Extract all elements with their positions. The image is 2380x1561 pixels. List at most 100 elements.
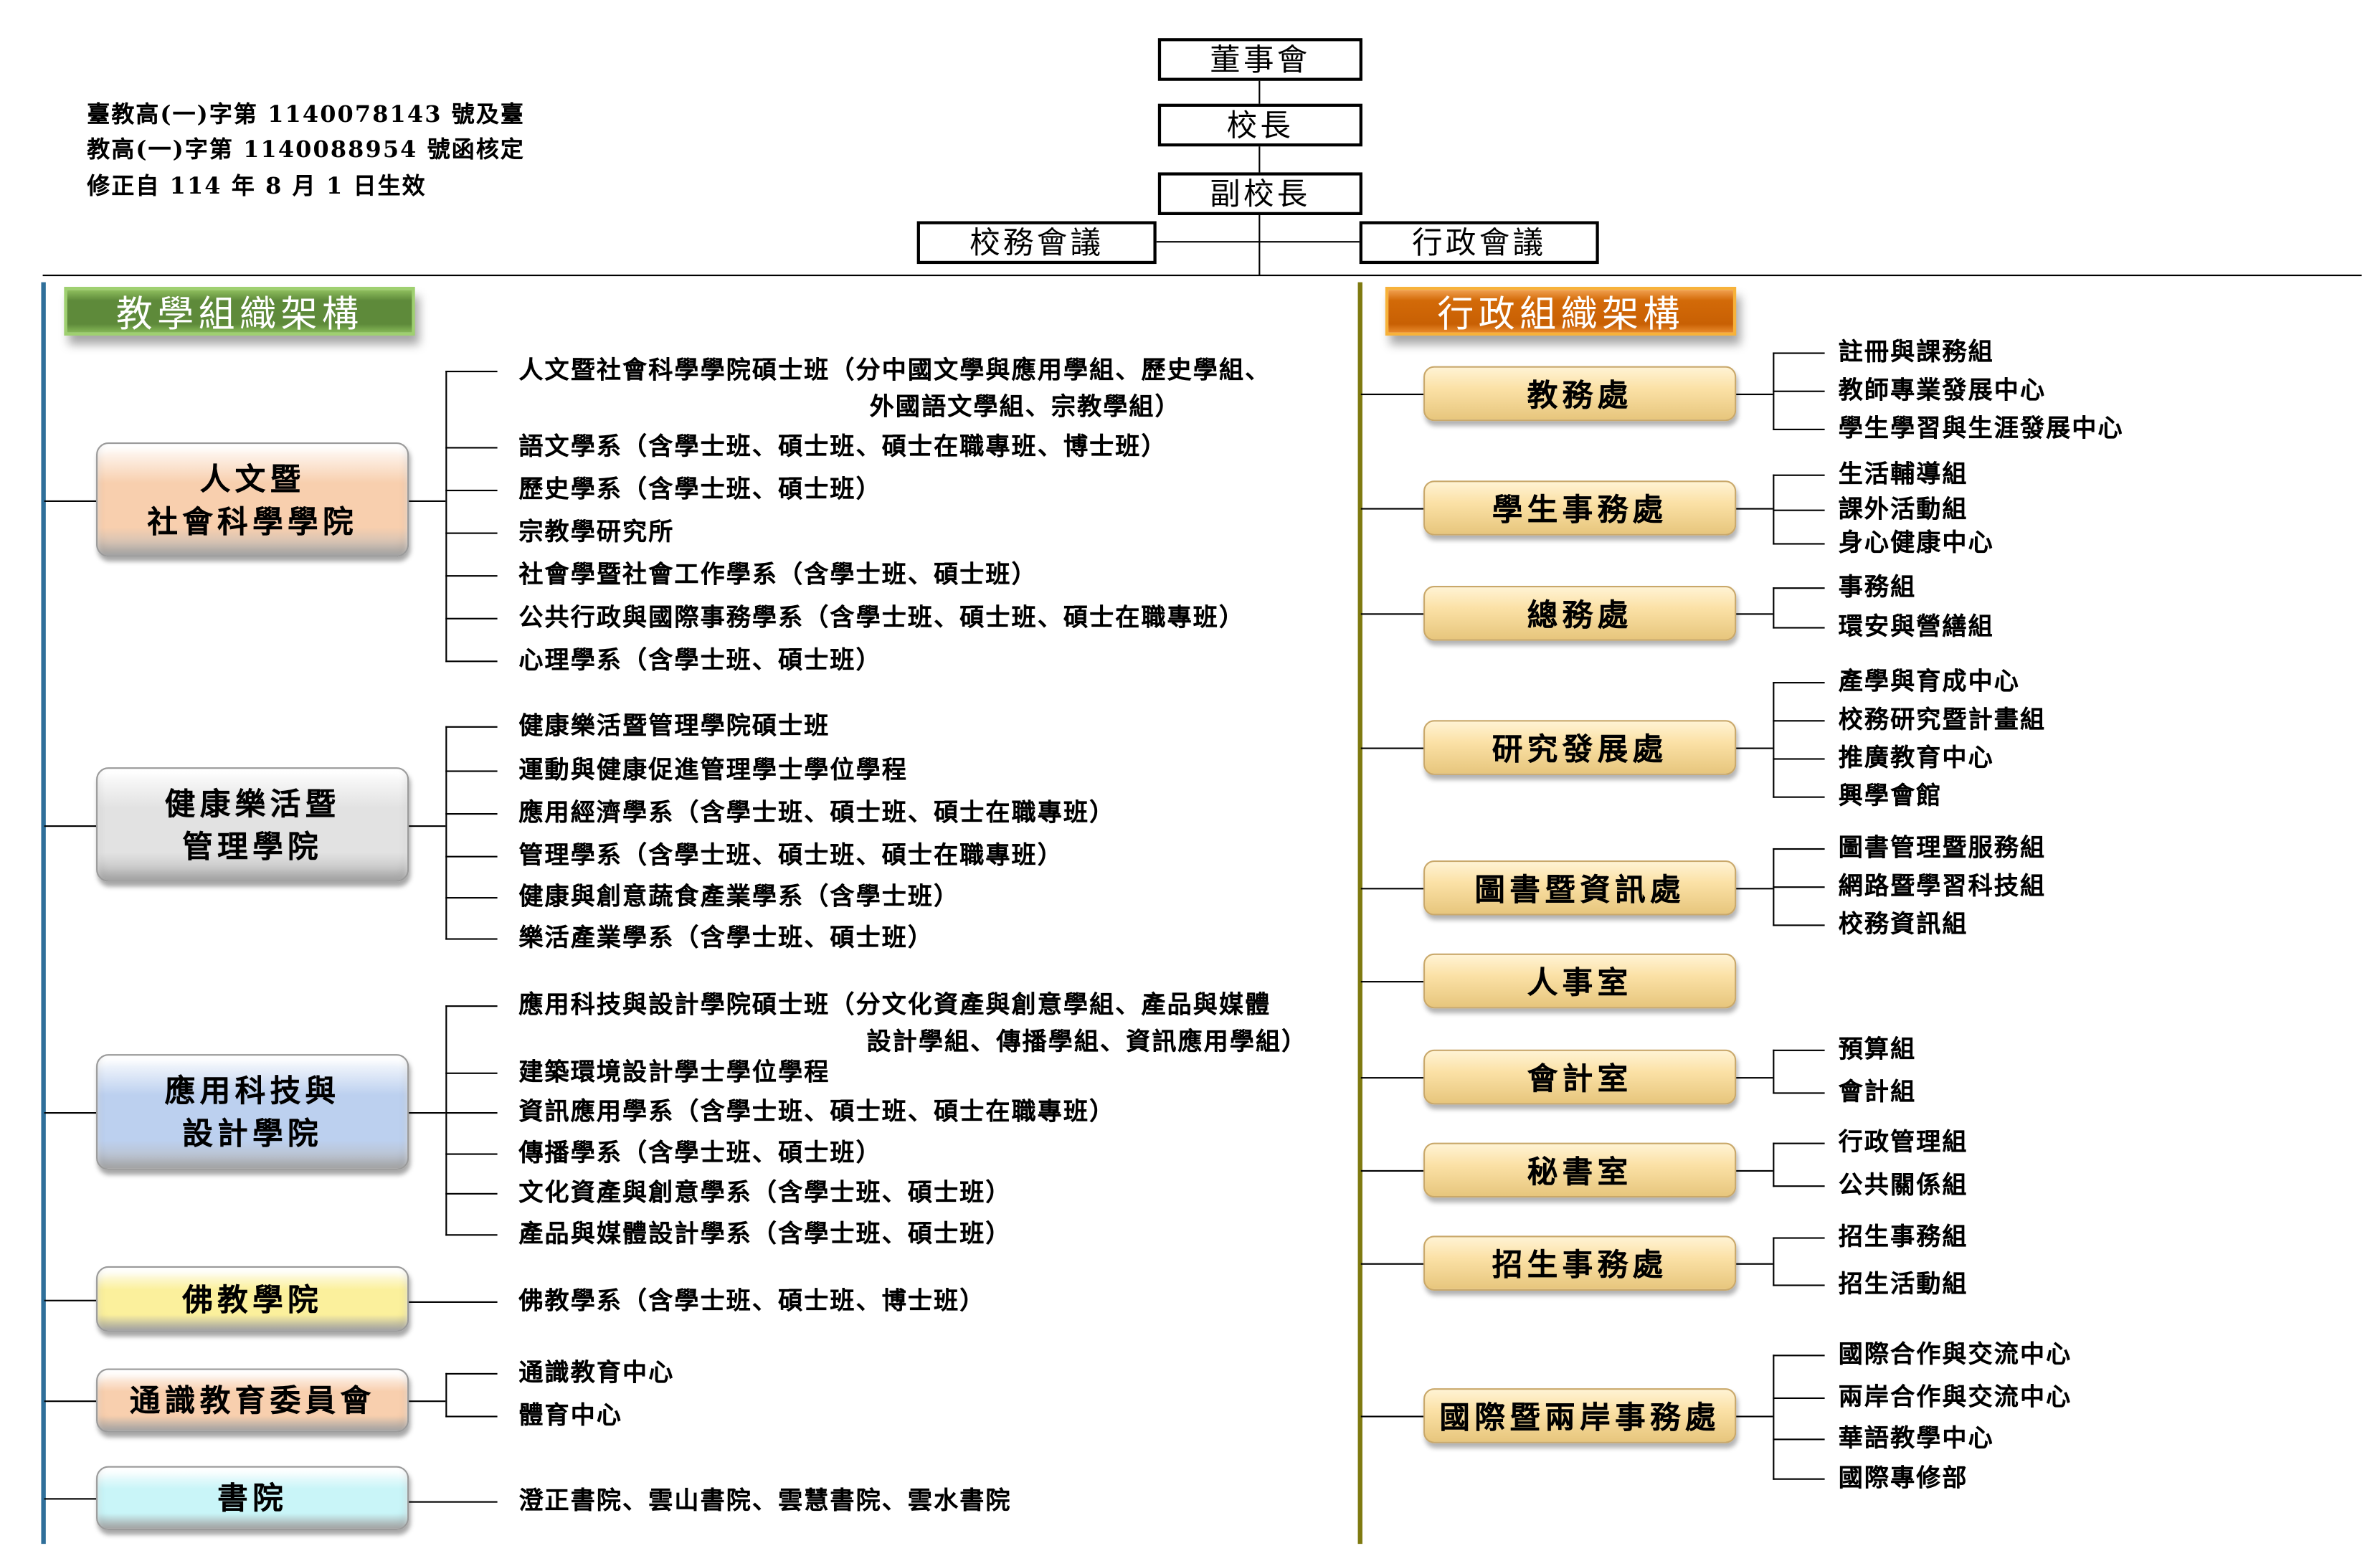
office-to-bracket [1736,1169,1773,1172]
office-to-bracket [1736,1077,1773,1080]
college-box: 書院 [96,1466,409,1530]
bracket-line [1773,682,1775,798]
department-item: 文化資產與創意學系（含學士班、碩士班） [518,1177,1012,1207]
office-to-bracket [1736,1415,1773,1418]
admin-unit-item: 校務研究暨計畫組 [1838,704,2047,734]
admin-unit-item: 生活輔導組 [1838,459,1968,488]
council-connector [1156,241,1360,244]
department-item: 產品與媒體設計學系（含學士班、碩士班） [518,1218,1012,1248]
bracket-line [445,1005,448,1236]
admin-structure-header: 行政組織架構 [1385,286,1737,336]
admin-council-box: 行政會議 [1359,221,1599,265]
admin-unit-item: 網路暨學習科技組 [1838,870,2047,901]
department-item: 體育中心 [518,1400,623,1430]
college-name-line: 管理學院 [182,827,323,865]
office-box: 招生事務處 [1423,1235,1737,1291]
office-box: 會計室 [1423,1049,1737,1105]
admin-unit-item: 公共關係組 [1838,1169,1968,1200]
office-connector [1360,1415,1424,1418]
admin-unit-item: 招生事務組 [1838,1222,1968,1251]
unit-connector [445,1192,498,1195]
admin-unit-item: 兩岸合作與交流中心 [1838,1382,2072,1412]
office-connector [1360,747,1424,750]
board-box: 董事會 [1157,38,1362,81]
unit-connector [1773,886,1825,889]
unit-connector [445,813,498,815]
unit-connector [445,617,498,620]
college-name-line: 應用科技與 [164,1072,341,1109]
admin-unit-item: 產學與育成中心 [1838,666,2020,696]
unit-connector [1773,1438,1825,1441]
unit-connector [1773,796,1825,799]
office-box: 國際暨兩岸事務處 [1423,1388,1737,1443]
connector [1258,146,1261,173]
bracket-line [445,726,448,940]
college-name-line: 社會科學學院 [147,503,358,540]
office-connector [1360,981,1424,984]
office-to-bracket [1736,888,1773,891]
unit-connector [445,532,498,535]
department-item: 佛教學系（含學士班、碩士班、博士班） [518,1286,986,1315]
unit-connector [445,1234,498,1237]
department-item: 宗教學研究所 [518,517,675,546]
office-to-bracket [1736,613,1773,616]
unit-connector [1773,1185,1825,1188]
bracket-line [1773,587,1775,629]
office-connector [1360,1263,1424,1266]
unit-connector [1773,390,1825,393]
department-item: 管理學系（含學士班、碩士班、碩士在職專班） [518,840,1063,870]
department-item: 應用科技與設計學院碩士班（分文化資產與創意學組、產品與媒體 [518,990,1271,1020]
college-connector [44,499,97,502]
divider-line [42,274,2362,277]
college-box: 通識教育委員會 [96,1368,409,1433]
admin-unit-item: 國際專修部 [1838,1463,1968,1492]
college-name-line: 設計學院 [182,1115,323,1152]
office-to-bracket [1736,747,1773,750]
college-connector [44,824,97,827]
unit-connector [445,660,498,663]
unit-connector [409,1501,498,1504]
unit-connector [1773,1478,1825,1481]
unit-connector [1773,1092,1825,1095]
president-box: 校長 [1157,103,1362,147]
department-item: 健康與創意蔬食產業學系（含學士班） [518,881,960,911]
office-connector [1360,1077,1424,1080]
department-item: 運動與健康促進管理學士學位學程 [518,755,908,784]
teaching-structure-header: 教學組織架構 [64,286,415,336]
department-item: 社會學暨社會工作學系（含學士班、碩士班） [518,559,1038,589]
admin-unit-item: 事務組 [1838,571,1917,602]
office-box: 學生事務處 [1423,480,1737,536]
office-connector [1360,1169,1424,1172]
department-item-continued: 外國語文學組、宗教學組） [869,392,1181,422]
unit-connector [1773,509,1825,512]
department-item: 樂活產業學系（含學士班、碩士班） [518,923,934,952]
admin-unit-item: 會計組 [1838,1077,1917,1106]
college-to-bracket [409,1112,446,1114]
office-box: 秘書室 [1423,1142,1737,1198]
office-box: 教務處 [1423,366,1737,422]
office-connector [1360,613,1424,616]
department-item: 應用經濟學系（含學士班、碩士班、碩士在職專班） [518,797,1116,827]
approval-note-1: 臺教高(一)字第 1140078143 號及臺 [87,100,525,128]
office-to-bracket [1736,1263,1773,1266]
department-item: 通識教育中心 [518,1357,675,1387]
admin-unit-item: 招生活動組 [1838,1269,1968,1299]
college-box: 健康樂活暨管理學院 [96,767,409,882]
office-to-bracket [1736,393,1773,396]
unit-connector [445,1112,498,1114]
unit-connector [445,897,498,899]
admin-unit-item: 行政管理組 [1838,1127,1968,1157]
unit-connector [1773,587,1825,590]
department-item: 資訊應用學系（含學士班、碩士班、碩士在職專班） [518,1096,1116,1126]
connector [1258,80,1261,104]
college-connector [44,1112,97,1114]
college-name-line: 書院 [217,1479,288,1517]
college-box: 佛教學院 [96,1266,409,1332]
unit-connector [1773,352,1825,355]
admin-unit-item: 校務資訊組 [1838,909,1968,939]
department-item: 健康樂活暨管理學院碩士班 [518,711,830,740]
unit-connector [445,371,498,373]
approval-note-3: 修正自 114 年 8 月 1 日生效 [87,172,427,200]
bracket-line [1773,1049,1775,1094]
department-item: 歷史學系（含學士班、碩士班） [518,474,882,504]
